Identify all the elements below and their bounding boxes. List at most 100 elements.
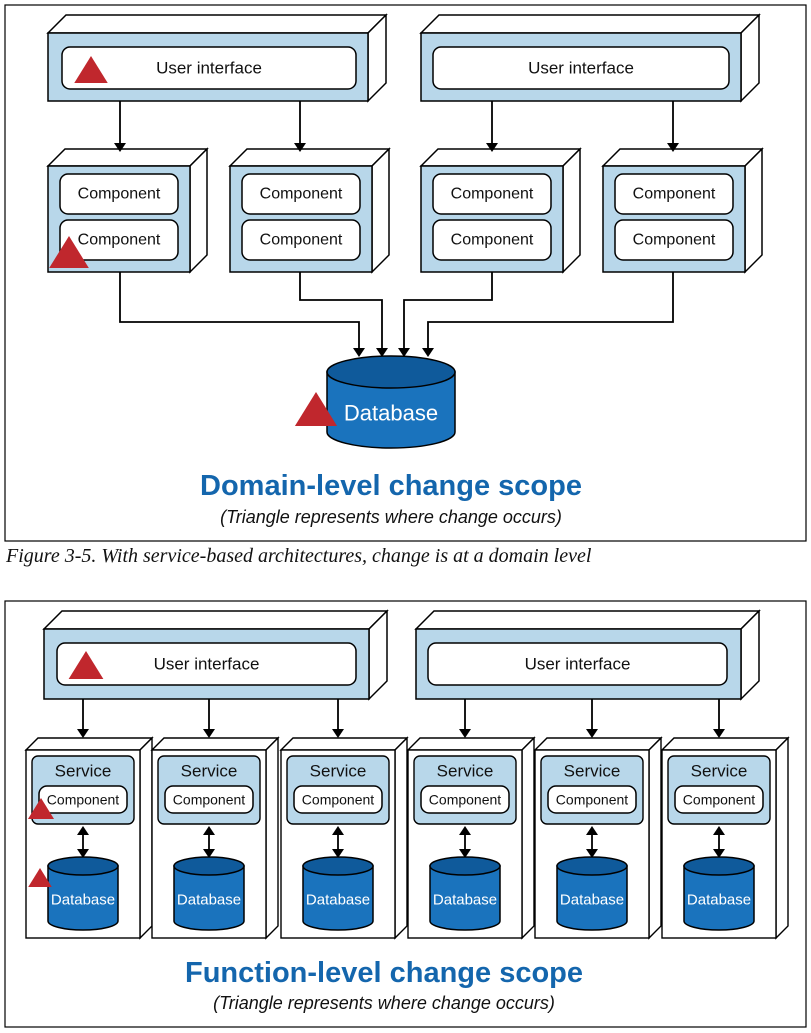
fig2-change-triangle-ui bbox=[68, 651, 104, 679]
fig2-bi-arrow-4-head-down bbox=[459, 849, 471, 858]
fig2-service-column-4-side bbox=[521, 736, 535, 940]
fig2-database-3-label: Database bbox=[306, 891, 370, 908]
fig1-component-group-3-top bbox=[419, 148, 582, 167]
fig2-ui-arrow-4-head bbox=[459, 729, 471, 738]
fig2-service-label-4: Service bbox=[437, 762, 494, 781]
fig2-bi-arrow-2-head-down bbox=[203, 849, 215, 858]
fig1-scope-note: (Triangle represents where change occurs… bbox=[220, 507, 562, 527]
fig1-db-arrow-3-head bbox=[398, 348, 410, 357]
fig2-database-3-top bbox=[302, 856, 374, 876]
fig2-component-5 bbox=[547, 785, 637, 814]
fig2-service-label-1: Service bbox=[55, 762, 112, 781]
fig1-component-top-1 bbox=[59, 173, 179, 215]
fig2-database-1-label: Database bbox=[51, 891, 115, 908]
fig1-component-top-1-label: Component bbox=[78, 186, 161, 203]
fig1-component-top-3-label: Component bbox=[451, 186, 534, 203]
fig2-component-1-label: Component bbox=[47, 792, 119, 808]
fig2-bi-arrow-6-head-down bbox=[713, 849, 725, 858]
fig2-database-4-top bbox=[429, 856, 501, 876]
fig2-component-4-label: Component bbox=[429, 792, 501, 808]
fig1-component-bottom-1 bbox=[59, 219, 179, 261]
fig2-ui-label-left bbox=[56, 642, 357, 686]
fig1-ui-box-right-top bbox=[419, 14, 761, 34]
fig1-database-body bbox=[326, 371, 456, 449]
fig1-db-arrow-1 bbox=[119, 272, 360, 351]
fig1-ui-label-right bbox=[432, 46, 730, 90]
fig1-component-top-2-label: Component bbox=[260, 186, 343, 203]
fig1-db-arrow-1-head bbox=[353, 348, 365, 357]
fig1-ui-label-left-label: User interface bbox=[156, 59, 262, 78]
fig2-ui-box-right-top bbox=[414, 610, 761, 630]
fig2-bi-arrow-1-head-up bbox=[77, 826, 89, 835]
fig2-ui-arrow-3-head bbox=[332, 729, 344, 738]
fig2-ui-label-left-label: User interface bbox=[154, 655, 260, 674]
fig2-database-3 bbox=[302, 856, 374, 931]
fig1-component-top-4 bbox=[614, 173, 734, 215]
fig1-ui-label-right-label: User interface bbox=[528, 59, 634, 78]
fig1-database-label: Database bbox=[344, 401, 438, 426]
fig1-component-bottom-3 bbox=[432, 219, 552, 261]
fig2-bi-arrow-4-head-up bbox=[459, 826, 471, 835]
figure-caption: Figure 3-5. With service-based architect… bbox=[6, 545, 592, 567]
fig2-database-1-top bbox=[47, 856, 119, 876]
fig2-bi-arrow-5-head-up bbox=[586, 826, 598, 835]
fig2-service-label-5: Service bbox=[564, 762, 621, 781]
fig1-component-top-4-label: Component bbox=[633, 186, 716, 203]
fig1-change-triangle-ui bbox=[74, 56, 108, 83]
fig1-db-arrow-3 bbox=[403, 272, 493, 351]
fig2-database-4-label: Database bbox=[433, 891, 497, 908]
fig1-database-top bbox=[326, 355, 456, 389]
fig2-database-6-label: Database bbox=[687, 891, 751, 908]
fig1-component-bottom-1-label: Component bbox=[78, 232, 161, 249]
fig2-bi-arrow-6-head-up bbox=[713, 826, 725, 835]
fig1-component-bottom-3-label: Component bbox=[451, 232, 534, 249]
fig2-component-3-label: Component bbox=[302, 792, 374, 808]
fig2-ui-box-left-top bbox=[42, 610, 389, 630]
fig1-database bbox=[326, 355, 456, 449]
fig2-ui-arrow-2-head bbox=[203, 729, 215, 738]
fig2-component-2-label: Component bbox=[173, 792, 245, 808]
fig2-change-triangle-component bbox=[27, 798, 55, 819]
fig2-service-column-1-top bbox=[24, 737, 154, 751]
fig2-service-label-6: Service bbox=[691, 762, 748, 781]
fig1-ui-label-left bbox=[61, 46, 357, 90]
fig2-ui-arrow-6-head bbox=[713, 729, 725, 738]
fig2-scope-title: Function-level change scope bbox=[185, 957, 583, 989]
fig1-db-arrow-2-head bbox=[376, 348, 388, 357]
fig2-service-column-1-side bbox=[139, 736, 153, 940]
fig2-scope-note: (Triangle represents where change occurs… bbox=[213, 993, 555, 1013]
fig2-component-1 bbox=[38, 785, 128, 814]
fig2-service-column-5-side bbox=[648, 736, 662, 940]
fig1-component-group-3-side bbox=[562, 147, 581, 274]
fig2-database-3-body bbox=[302, 865, 374, 931]
fig2-ui-arrow-1-head bbox=[77, 729, 89, 738]
fig1-component-top-3 bbox=[432, 173, 552, 215]
fig2-database-1-body bbox=[47, 865, 119, 931]
fig2-component-6-label: Component bbox=[683, 792, 755, 808]
fig2-database-1 bbox=[47, 856, 119, 931]
fig2-database-5 bbox=[556, 856, 628, 931]
fig2-ui-label-right bbox=[427, 642, 728, 686]
fig2-service-label-2: Service bbox=[181, 762, 238, 781]
fig2-service-column-3-side bbox=[394, 736, 408, 940]
fig2-service-column-6-top bbox=[660, 737, 790, 751]
fig2-ui-arrow-5-head bbox=[586, 729, 598, 738]
fig2-database-2-label: Database bbox=[177, 891, 241, 908]
fig2-database-4-body bbox=[429, 865, 501, 931]
fig2-service-column-2-top bbox=[150, 737, 280, 751]
fig2-database-5-top bbox=[556, 856, 628, 876]
fig2-service-column-2-side bbox=[265, 736, 279, 940]
fig2-bi-arrow-2-head-up bbox=[203, 826, 215, 835]
fig2-service-label-3: Service bbox=[310, 762, 367, 781]
fig1-component-bottom-4-label: Component bbox=[633, 232, 716, 249]
fig1-db-arrow-2 bbox=[299, 272, 383, 351]
fig1-component-top-2 bbox=[241, 173, 361, 215]
fig2-database-6 bbox=[683, 856, 755, 931]
figure1-frame bbox=[4, 4, 807, 542]
fig1-ui-arrow-3-head bbox=[486, 143, 498, 152]
fig1-component-bottom-4 bbox=[614, 219, 734, 261]
fig2-service-column-6-side bbox=[775, 736, 789, 940]
fig1-component-group-1-top bbox=[46, 148, 209, 167]
fig1-component-group-4-top bbox=[601, 148, 764, 167]
